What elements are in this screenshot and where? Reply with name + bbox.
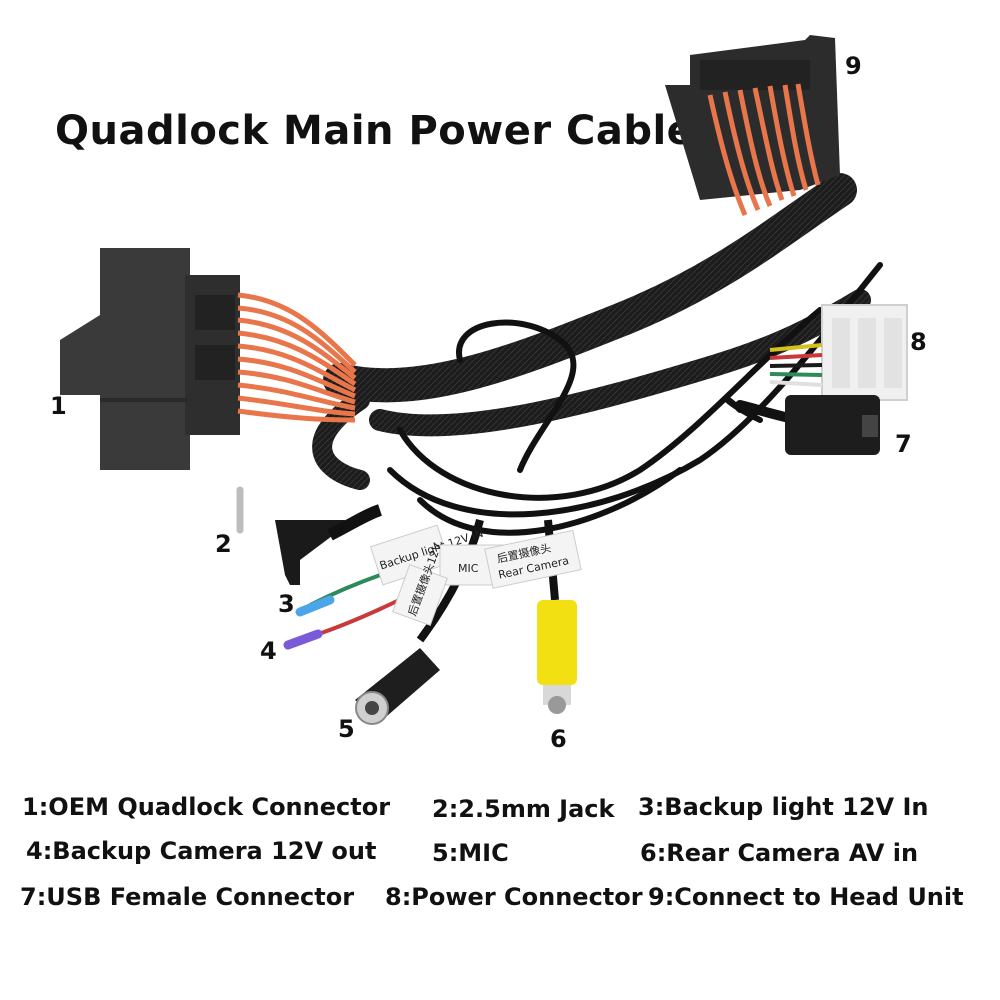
- tag-rear-camera: 后置摄像头 Rear Camera: [484, 529, 582, 589]
- cable-illustration: Backup light 12V IN MIC 后置摄像头 Rear Camer…: [60, 35, 908, 725]
- callout-4: 4: [260, 637, 277, 665]
- legend-item: 6:Rear Camera AV in: [640, 839, 919, 867]
- quadlock-connector: [60, 248, 240, 470]
- legend-item: 4:Backup Camera 12V out: [26, 837, 377, 865]
- legend-item: 9:Connect to Head Unit: [648, 883, 964, 911]
- callout-3: 3: [278, 590, 295, 618]
- jack-connector: [236, 486, 383, 585]
- svg-text:MIC: MIC: [458, 562, 479, 575]
- callout-2: 2: [215, 530, 232, 558]
- power-connector: [821, 304, 908, 401]
- callout-1: 1: [50, 392, 67, 420]
- usb-female-connector: [735, 395, 880, 455]
- callout-8: 8: [910, 328, 927, 356]
- callout-5: 5: [338, 715, 355, 743]
- legend-item: 7:USB Female Connector: [20, 883, 355, 911]
- legend-item: 5:MIC: [432, 839, 509, 867]
- cable-loops: [387, 262, 883, 536]
- legend-item: 8:Power Connector: [385, 883, 643, 911]
- legend-item: 2:2.5mm Jack: [432, 795, 615, 823]
- quadlock-wires: [237, 292, 357, 423]
- callout-7: 7: [895, 430, 912, 458]
- tag-backup-camera: 后置摄像头12V: [392, 541, 448, 626]
- power-connector-wires: [769, 343, 823, 387]
- page-title: Quadlock Main Power Cable: [55, 108, 695, 154]
- callout-6: 6: [550, 725, 567, 753]
- head-unit-wires: [707, 83, 821, 216]
- legend-item: 1:OEM Quadlock Connector: [22, 793, 391, 821]
- callout-9: 9: [845, 52, 862, 80]
- legend-item: 3:Backup light 12V In: [638, 793, 929, 821]
